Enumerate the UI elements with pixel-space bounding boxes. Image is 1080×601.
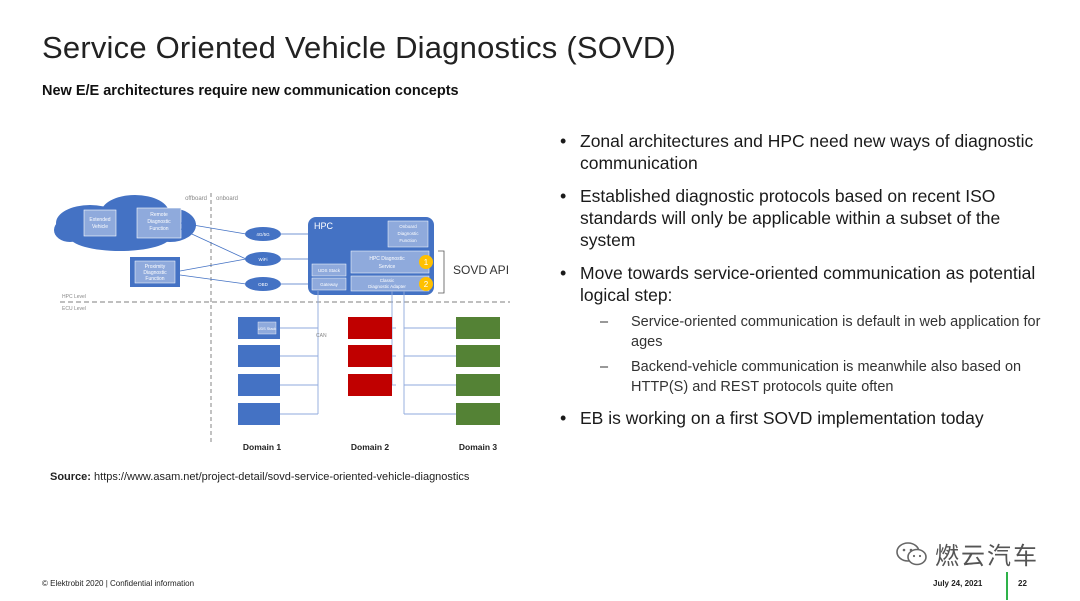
onboard-diag-label-3: Function: [399, 238, 417, 243]
footer-date: July 24, 2021: [933, 579, 983, 588]
gateway-box: [311, 277, 347, 291]
onboard-diag-label-2: Diagnostic: [397, 231, 419, 236]
watermark-text: 燃云汽车: [935, 542, 1039, 570]
oval-4g5g-label: 4G/5G: [256, 232, 270, 237]
oval-wifi: [245, 252, 281, 266]
extended-vehicle-label-2: Vehicle: [92, 224, 108, 230]
hpc-level-label: HPC Level: [62, 294, 86, 300]
ecu-d1-4: [238, 403, 280, 425]
remote-diag-label-1: Remote: [150, 212, 168, 218]
domain-3-label: Domain 3: [459, 442, 498, 452]
sovd-api-bracket: [438, 250, 445, 294]
offboard-connections: [179, 222, 247, 285]
ecu-d2-2: [348, 345, 392, 367]
source-url[interactable]: https://www.asam.net/project-detail/sovd…: [94, 471, 470, 483]
ecu-uds-inner: [257, 321, 277, 335]
oval-4g5g: [245, 227, 281, 241]
onboard-label: onboard: [216, 196, 238, 202]
ecu-d3-2: [456, 345, 500, 367]
proximity-label-3: Function: [145, 276, 164, 282]
badge-2: [419, 277, 433, 291]
sub-bullet-item: Service-oriented communication is defaul…: [558, 313, 1058, 352]
footer-accent-bar: [1006, 572, 1008, 600]
offboard-label: offboard: [185, 196, 207, 202]
gateway-label: Gateway: [320, 282, 339, 287]
bullet-item: Zonal architectures and HPC need new way…: [558, 130, 1058, 174]
domain-1-label: Domain 1: [243, 442, 282, 452]
wechat-icon: [896, 541, 927, 565]
ecu-d2-1: [348, 317, 392, 339]
badge-1-label: 1: [424, 258, 429, 267]
sovd-api-label: SOVD API: [453, 263, 509, 277]
footer-copyright: © Elektrobit 2020 | Confidential informa…: [42, 579, 195, 588]
bullet-item: Established diagnostic protocols based o…: [558, 185, 1058, 251]
bullet-item: Move towards service-oriented communicat…: [558, 262, 1058, 306]
badge-2-label: 2: [424, 280, 429, 289]
onboard-diag-label-1: Onboard: [399, 224, 417, 229]
proximity-label-2: Diagnostic: [143, 270, 167, 276]
remote-diag-label-2: Diagnostic: [147, 219, 171, 225]
classic-adapter-label-2: Diagnostic Adapter: [368, 284, 406, 289]
proximity-inner: [134, 260, 176, 284]
ecu-d2-3: [348, 374, 392, 396]
uds-stack-box: [311, 263, 347, 277]
remote-diag-label-3: Function: [149, 226, 168, 232]
badge-1: [419, 255, 433, 269]
watermark: 燃云汽车: [895, 536, 1039, 571]
uds-stack-label: UDS Stack: [318, 268, 341, 273]
page-number: 22: [1018, 579, 1027, 588]
remote-diagnostic-box: [136, 207, 182, 239]
proximity-label-1: Proximity: [145, 264, 166, 270]
bullet-list: Zonal architectures and HPC need new way…: [558, 130, 1058, 440]
oval-wifi-label: WiFi: [259, 257, 268, 262]
ecu-d1-2: [238, 345, 280, 367]
hpc-title: HPC: [314, 221, 334, 231]
ecu-d3-4: [456, 403, 500, 425]
hpc-service-label-1: HPC Diagnostic: [369, 256, 405, 262]
source-citation: Source: https://www.asam.net/project-det…: [50, 471, 469, 483]
onboard-diagnostic-box: [387, 220, 429, 248]
extended-vehicle-label: Extended: [89, 217, 110, 223]
domain-2-label: Domain 2: [351, 442, 390, 452]
ecu-uds-label: UDS Stack: [258, 327, 277, 331]
oval-obd: [245, 277, 281, 291]
bullet-item: EB is working on a first SOVD implementa…: [558, 407, 1058, 429]
ecu-d3-3: [456, 374, 500, 396]
can-label: CAN: [316, 333, 327, 339]
ecu-d3-1: [456, 317, 500, 339]
hpc-service-label-2: Service: [379, 264, 396, 270]
sub-bullet-group: Service-oriented communication is defaul…: [558, 313, 1058, 397]
can-bus-lines: [280, 291, 456, 415]
sub-bullet-item: Backend-vehicle communication is meanwhi…: [558, 358, 1058, 397]
oval-hpc-connections: [281, 233, 310, 285]
ecu-level-label: ECU Level: [62, 306, 86, 312]
oval-obd-label: OBD: [258, 282, 269, 287]
sovd-architecture-diagram: offboard onboard Extended Vehicle Remote…: [54, 193, 510, 452]
slide-subtitle: New E/E architectures require new commun…: [42, 83, 459, 99]
slide-title: Service Oriented Vehicle Diagnostics (SO…: [42, 30, 677, 65]
classic-adapter-label-1: Classic: [380, 278, 395, 283]
ecu-d1-3: [238, 374, 280, 396]
extended-vehicle-box: [83, 209, 117, 237]
source-label: Source:: [50, 471, 91, 483]
